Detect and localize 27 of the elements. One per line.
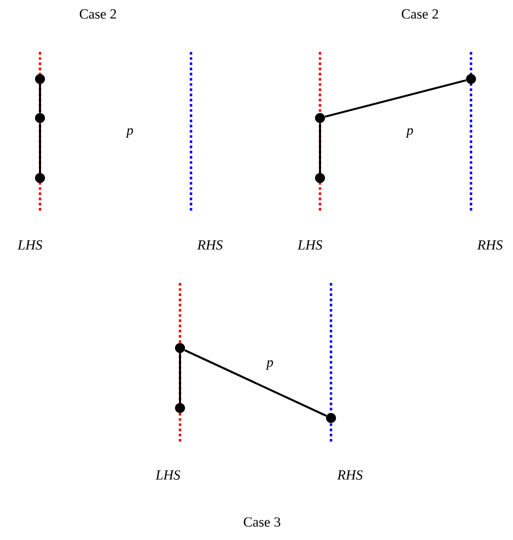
side-label: LHS (17, 240, 42, 250)
side-label: RHS (197, 240, 223, 250)
line-segment (39, 123, 41, 173)
line-segment (319, 123, 321, 173)
vertex-dot (315, 173, 325, 183)
vertex-dot (35, 113, 45, 123)
vertex-dot (326, 413, 336, 423)
vertex-dot (175, 403, 185, 413)
vertex-dot (466, 74, 476, 84)
line-segment (39, 84, 41, 113)
side-label: LHS (155, 470, 180, 480)
variable-label: p (126, 128, 134, 138)
line-segment (324, 79, 466, 118)
variable-label: p (406, 128, 414, 138)
case-heading: Case 2 (402, 9, 438, 19)
variable-label: p (266, 360, 274, 370)
vertex-dot (35, 173, 45, 183)
vertex-dot (175, 343, 185, 353)
vertex-dot (35, 74, 45, 84)
side-label: RHS (337, 470, 363, 480)
side-label: RHS (477, 240, 503, 250)
vertex-dot (315, 113, 325, 123)
line-segment (179, 353, 181, 403)
case-heading: Case 2 (80, 9, 116, 19)
case-heading: Case 3 (244, 517, 280, 527)
line-segment (184, 349, 327, 417)
side-label: LHS (297, 240, 322, 250)
